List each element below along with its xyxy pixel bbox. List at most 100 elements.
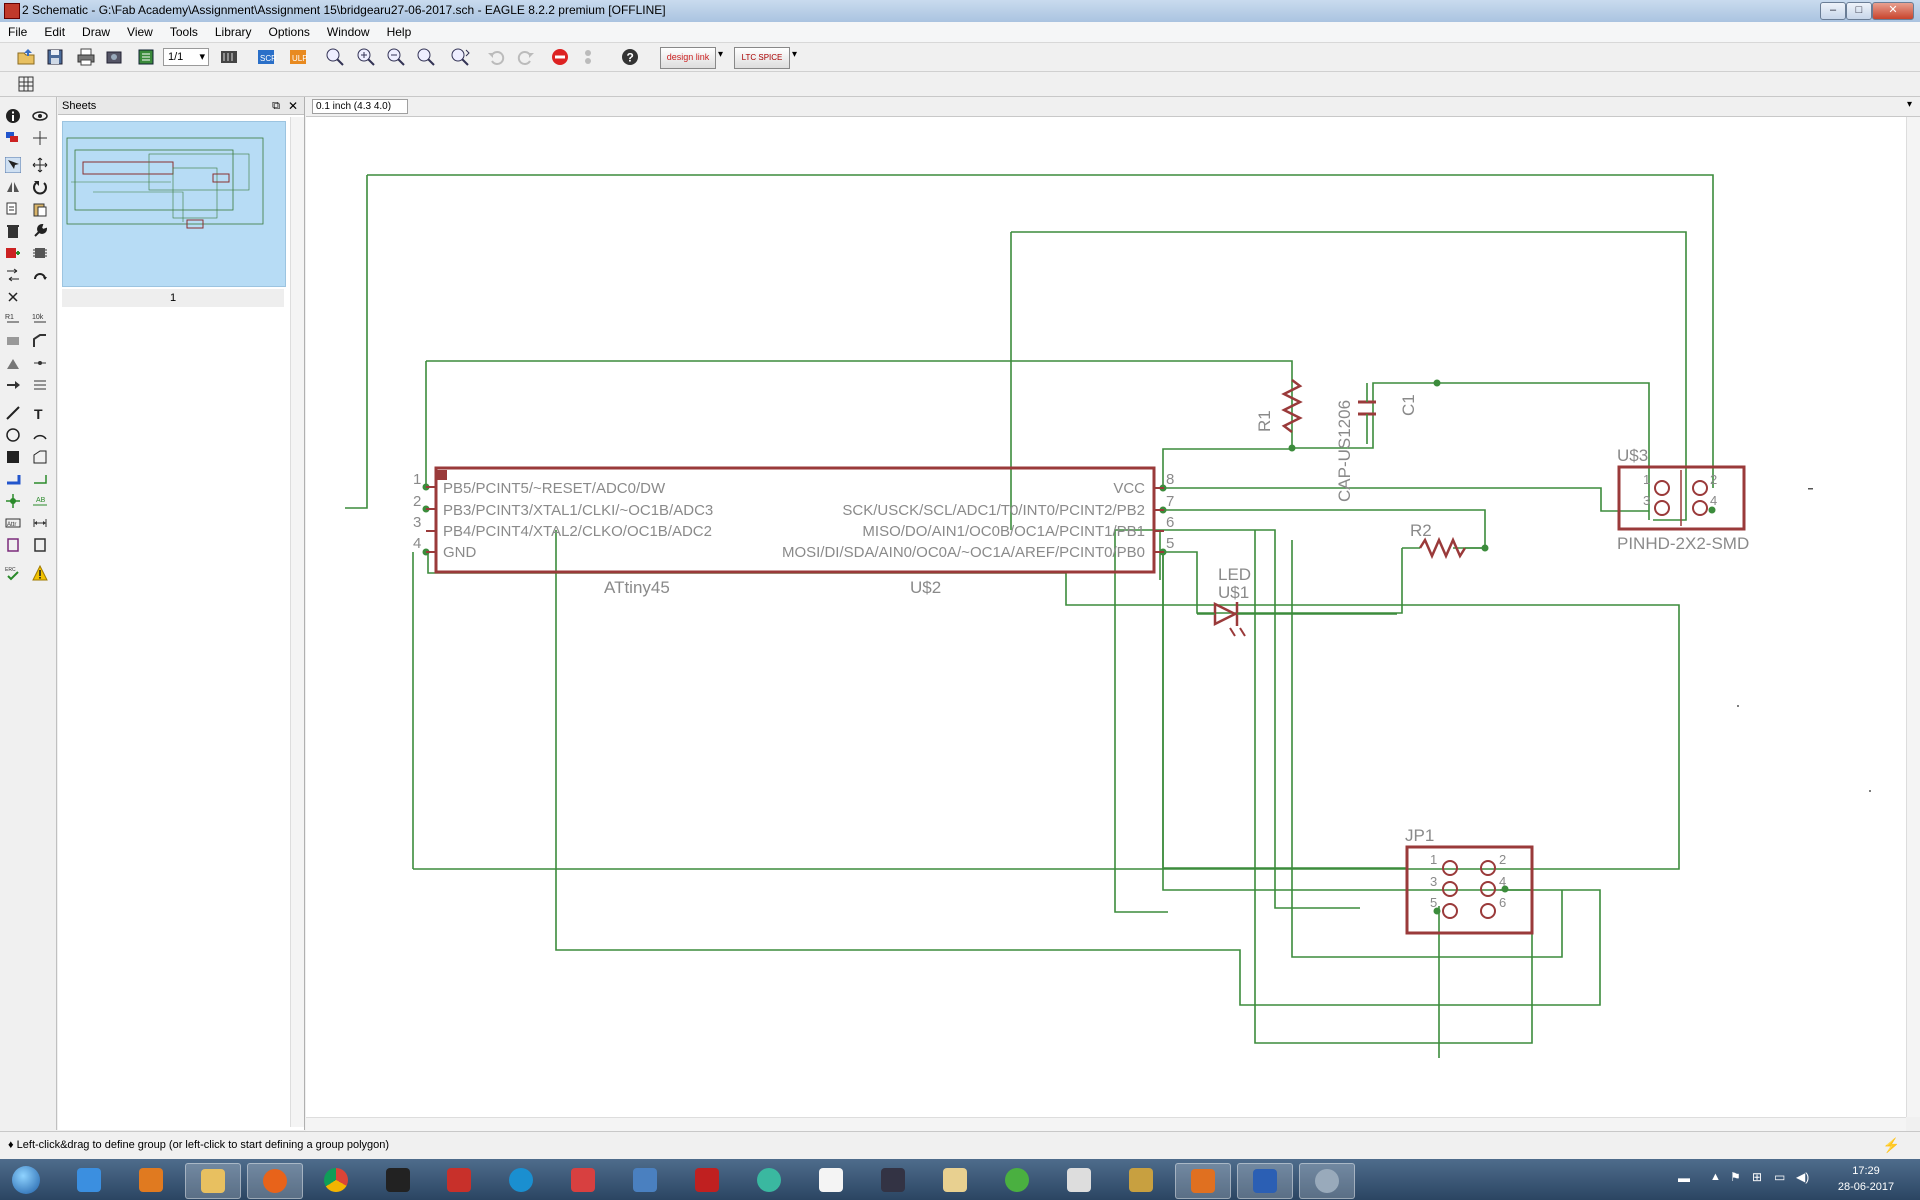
- menu-options[interactable]: Options: [268, 25, 310, 39]
- taskbar-app-red[interactable]: [556, 1163, 610, 1197]
- taskbar-media-player[interactable]: [124, 1163, 178, 1197]
- menu-tools[interactable]: Tools: [169, 25, 198, 39]
- menu-help[interactable]: Help: [386, 25, 412, 39]
- minimize-button[interactable]: –: [1820, 2, 1846, 20]
- jp1-header-symbol[interactable]: 1 2 3 4 5 6 JP1: [1405, 826, 1534, 935]
- grid-icon[interactable]: [16, 74, 36, 94]
- zoom-fit-icon[interactable]: [325, 47, 345, 67]
- junction-icon[interactable]: [5, 493, 21, 509]
- menu-view[interactable]: View: [127, 25, 153, 39]
- chevron-down-icon[interactable]: ▾: [792, 49, 798, 60]
- taskbar-snip[interactable]: [804, 1163, 858, 1197]
- zoom-out-icon[interactable]: [386, 47, 406, 67]
- warning-icon[interactable]: [32, 565, 48, 581]
- group-select-icon[interactable]: [5, 157, 21, 173]
- gate-swap-icon[interactable]: [5, 267, 21, 283]
- print-icon[interactable]: [76, 47, 96, 67]
- smash-icon[interactable]: [5, 333, 21, 349]
- circle-icon[interactable]: [5, 427, 21, 443]
- label-icon[interactable]: AB: [32, 493, 48, 509]
- invoke-icon[interactable]: [5, 289, 21, 305]
- delete-icon[interactable]: [5, 223, 21, 239]
- ulp-icon[interactable]: [219, 47, 239, 67]
- taskbar-vlc[interactable]: [990, 1163, 1044, 1197]
- undo-icon[interactable]: [486, 47, 506, 67]
- taskbar-explorer[interactable]: [185, 1163, 241, 1199]
- mark-icon[interactable]: [32, 130, 48, 146]
- taskbar-paint[interactable]: [1299, 1163, 1355, 1199]
- attribute-icon[interactable]: Attr: [5, 515, 21, 531]
- taskbar-pinwheel[interactable]: [742, 1163, 796, 1197]
- taskbar-presentation[interactable]: [1052, 1163, 1106, 1197]
- route-icon[interactable]: [5, 377, 21, 393]
- taskbar-arduino[interactable]: [494, 1163, 548, 1197]
- design-link-button[interactable]: design link: [660, 47, 716, 69]
- keyboard-icon[interactable]: ▬: [1678, 1171, 1690, 1185]
- split-icon[interactable]: [5, 355, 21, 371]
- sheet-number-label[interactable]: 1: [62, 289, 284, 307]
- taskbar-firefox[interactable]: [247, 1163, 303, 1199]
- taskbar-eagle[interactable]: [1175, 1163, 1231, 1199]
- modules-icon[interactable]: [32, 537, 48, 553]
- optimize-icon[interactable]: [32, 355, 48, 371]
- mirror-icon[interactable]: [5, 179, 21, 195]
- menu-file[interactable]: File: [8, 25, 28, 39]
- frame-icon[interactable]: [5, 537, 21, 553]
- redraw-icon[interactable]: [416, 47, 436, 67]
- save-icon[interactable]: [45, 47, 65, 67]
- ltspice-button[interactable]: LTC SPICE: [734, 47, 790, 69]
- canvas-vertical-scrollbar[interactable]: [1906, 117, 1920, 1117]
- rectangle-icon[interactable]: [5, 449, 21, 465]
- taskbar-clock[interactable]: 17:29 28-06-2017: [1826, 1163, 1906, 1195]
- r2-resistor-symbol[interactable]: R2: [1402, 521, 1485, 560]
- replace-icon[interactable]: [32, 245, 48, 261]
- schematic-canvas[interactable]: 1 2 3 4 8 7 6 5 PB5/PCINT5/~RESET/ADC0/D…: [306, 117, 1906, 1117]
- stop-icon[interactable]: [550, 47, 570, 67]
- chevron-down-icon[interactable]: ▾: [718, 49, 724, 60]
- menu-library[interactable]: Library: [214, 25, 252, 39]
- wrench-icon[interactable]: [32, 223, 48, 239]
- c1-capacitor-symbol[interactable]: C1 CAP-US1206: [1335, 383, 1418, 502]
- paste-icon[interactable]: [32, 201, 48, 217]
- run-ulp-icon[interactable]: ULP: [288, 47, 308, 67]
- taskbar-app-dark[interactable]: [866, 1163, 920, 1197]
- cam-processor-icon[interactable]: [104, 47, 124, 67]
- open-icon[interactable]: [16, 47, 36, 67]
- u2-attiny45-symbol[interactable]: 1 2 3 4 8 7 6 5 PB5/PCINT5/~RESET/ADC0/D…: [413, 466, 1174, 597]
- script-icon[interactable]: SCR: [256, 47, 276, 67]
- led-symbol[interactable]: LED U$1: [1197, 565, 1397, 637]
- lightning-icon[interactable]: ⚡: [1882, 1137, 1900, 1153]
- network-tray-icon[interactable]: ⊞: [1752, 1170, 1763, 1184]
- canvas-horizontal-scrollbar[interactable]: [306, 1117, 1906, 1131]
- go-icon[interactable]: [578, 47, 598, 67]
- flag-icon[interactable]: ⚑: [1730, 1170, 1741, 1184]
- text-icon[interactable]: T: [32, 405, 48, 421]
- float-panel-icon[interactable]: ⧉: [272, 100, 280, 112]
- line-icon[interactable]: [5, 405, 21, 421]
- tray-expand-icon[interactable]: ▲: [1710, 1171, 1721, 1183]
- taskbar-app-gold[interactable]: [1114, 1163, 1168, 1197]
- zoom-select-icon[interactable]: [450, 47, 470, 67]
- menu-draw[interactable]: Draw: [82, 25, 111, 39]
- chevron-down-icon[interactable]: ▾: [1906, 99, 1912, 110]
- info-icon[interactable]: [5, 108, 21, 124]
- taskbar-network[interactable]: [618, 1163, 672, 1197]
- taskbar-inkscape[interactable]: [371, 1163, 425, 1197]
- name-icon[interactable]: R1: [5, 311, 21, 327]
- show-icon[interactable]: [32, 108, 48, 124]
- r1-resistor-symbol[interactable]: R1: [1255, 379, 1303, 433]
- menu-edit[interactable]: Edit: [44, 25, 66, 39]
- sheet-thumbnail[interactable]: [62, 121, 286, 287]
- sheet-select[interactable]: 1/1▾: [163, 48, 209, 66]
- taskbar-acrobat[interactable]: [680, 1163, 734, 1197]
- close-button[interactable]: ✕: [1872, 2, 1914, 20]
- board-switch-icon[interactable]: [136, 47, 156, 67]
- display-layers-icon[interactable]: [5, 130, 21, 146]
- arc-icon[interactable]: [32, 427, 48, 443]
- value-icon[interactable]: 10k: [32, 311, 48, 327]
- align-icon[interactable]: [32, 377, 48, 393]
- menu-window[interactable]: Window: [326, 25, 370, 39]
- volume-icon[interactable]: ◀): [1796, 1170, 1810, 1184]
- dimension-icon[interactable]: [32, 515, 48, 531]
- taskbar-chrome[interactable]: [309, 1163, 363, 1197]
